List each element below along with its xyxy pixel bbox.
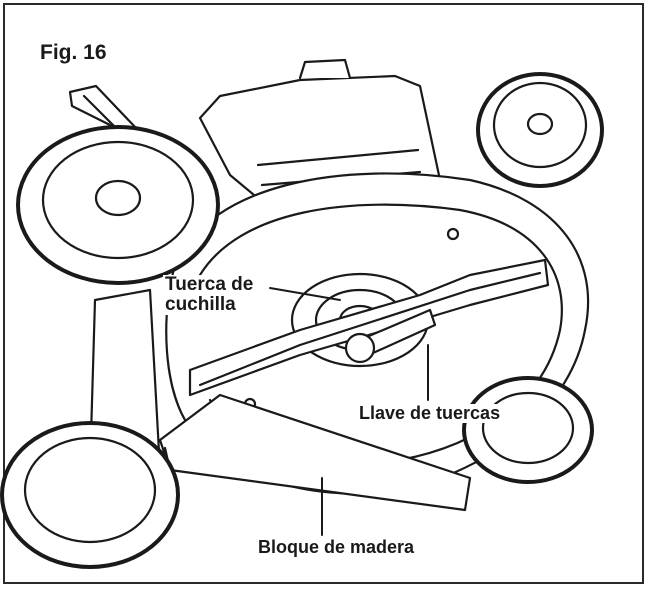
leader-lines <box>269 287 429 536</box>
wheel-top-right <box>476 72 604 188</box>
label-blade-nut-line1: Tuerca de <box>165 274 254 295</box>
rear-handle <box>198 58 442 202</box>
wrench <box>344 308 437 364</box>
label-wood-block: Bloque de madera <box>256 537 417 557</box>
label-blade-nut: Tuerca de cuchilla <box>163 274 256 315</box>
label-blade-nut-line2: cuchilla <box>165 293 236 315</box>
wheel-top-left <box>16 125 220 285</box>
wheel-bottom-left <box>0 421 180 569</box>
label-wrench: Llave de tuercas <box>357 403 503 423</box>
wheel-bottom-right <box>462 376 594 484</box>
figure-title: Fig. 16 <box>40 41 107 64</box>
